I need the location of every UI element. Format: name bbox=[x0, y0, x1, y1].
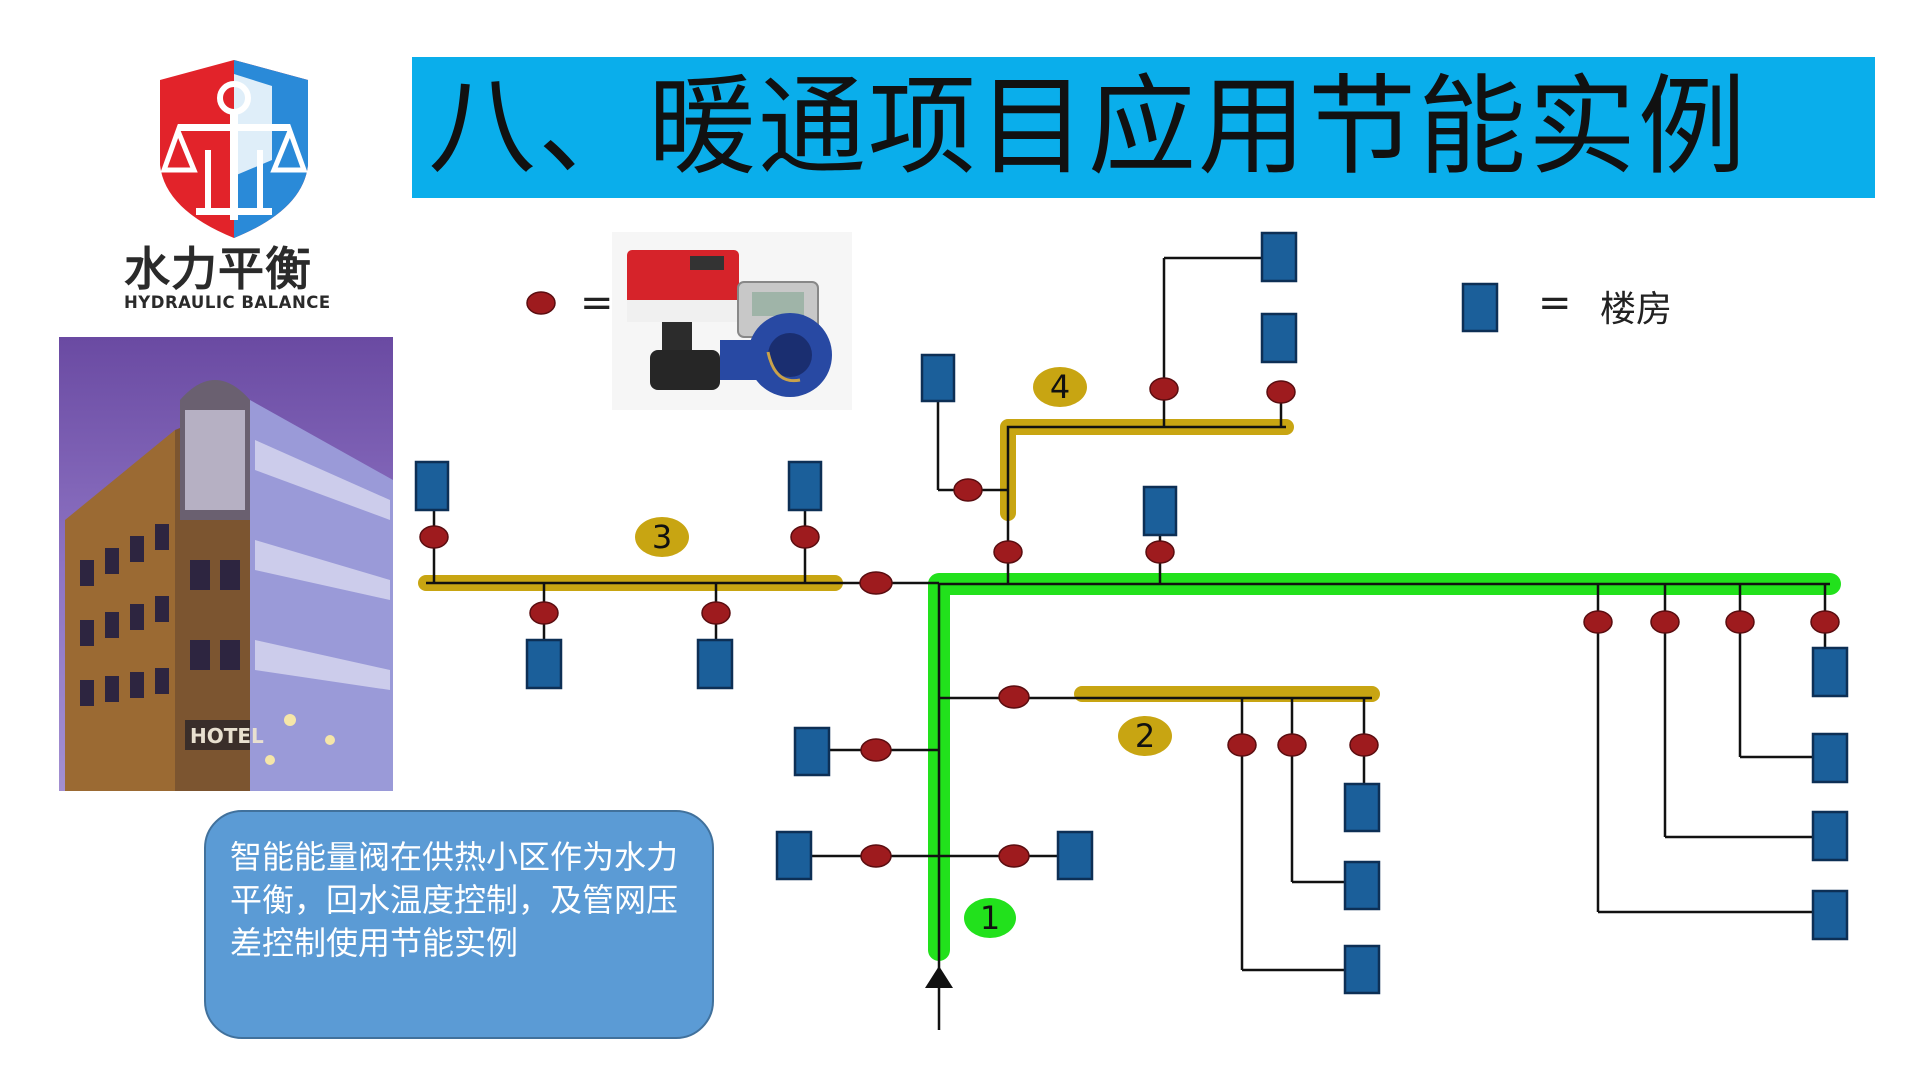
valve-icon bbox=[859, 571, 893, 595]
note-box: 智能能量阀在供热小区作为水力平衡，回水温度控制，及管网压差控制使用节能实例 bbox=[204, 810, 714, 1039]
building-icon bbox=[696, 638, 734, 690]
building-icon bbox=[793, 726, 831, 777]
building-icon bbox=[1142, 485, 1178, 537]
valve-icon bbox=[953, 478, 983, 502]
legend-building-label: 楼房 bbox=[1600, 289, 1673, 330]
title-bar: 八、暖通项目应用节能实例 bbox=[412, 57, 1875, 198]
valve-icon bbox=[860, 738, 892, 762]
valve-icon bbox=[1149, 377, 1179, 401]
branch-badge-3: 3 bbox=[635, 517, 689, 557]
shield-logo-icon bbox=[160, 60, 308, 238]
branch-badge-4: 4 bbox=[1033, 367, 1087, 407]
valve-icon bbox=[529, 601, 559, 625]
valve-icon bbox=[1145, 540, 1175, 564]
hotel-sign: HOTEL bbox=[190, 724, 264, 748]
building-icon bbox=[414, 460, 450, 512]
valve-product-photo bbox=[612, 232, 852, 410]
main-pipe-1 bbox=[928, 573, 1841, 961]
legend-valve-equals: = bbox=[580, 280, 614, 326]
page-title: 八、暖通项目应用节能实例 bbox=[428, 65, 1749, 190]
branch-badge-2: 2 bbox=[1118, 716, 1172, 756]
valve-icon bbox=[993, 540, 1023, 564]
branch-badge-1: 1 bbox=[964, 898, 1016, 938]
branch-number-2: 2 bbox=[1135, 717, 1155, 755]
flow-arrow-icon bbox=[925, 966, 953, 988]
valve-icon bbox=[1583, 610, 1613, 634]
building-icon bbox=[1811, 810, 1849, 862]
valve-icon bbox=[860, 844, 892, 868]
building-icon bbox=[1056, 830, 1094, 881]
note-text: 智能能量阀在供热小区作为水力平衡，回水温度控制，及管网压差控制使用节能实例 bbox=[230, 838, 679, 962]
legend-building-equals: = bbox=[1538, 280, 1572, 326]
building-icon bbox=[1811, 646, 1849, 698]
building-icon bbox=[775, 830, 813, 881]
logo-name-cn: 水力平衡 bbox=[124, 242, 312, 296]
valve-icon bbox=[1266, 380, 1296, 404]
network-lines bbox=[426, 256, 1830, 1030]
valve-icon bbox=[419, 525, 449, 549]
building-icon bbox=[1343, 860, 1381, 911]
valve-icon bbox=[701, 601, 731, 625]
valve-icon bbox=[526, 291, 556, 315]
building-icon bbox=[1260, 312, 1298, 364]
valve-icon bbox=[1650, 610, 1680, 634]
logo-name-en: HYDRAULIC BALANCE bbox=[124, 293, 331, 312]
valve-icon bbox=[1349, 733, 1379, 757]
valve-icon bbox=[1227, 733, 1257, 757]
building-icon bbox=[525, 638, 563, 690]
valve-icon bbox=[998, 685, 1030, 709]
branch-number-1: 1 bbox=[980, 899, 1000, 937]
valve-icon bbox=[1810, 610, 1840, 634]
legend-building-icon bbox=[1461, 282, 1499, 333]
building-icon bbox=[1343, 944, 1381, 995]
building-icon bbox=[1811, 889, 1849, 941]
valve-icon bbox=[1277, 733, 1307, 757]
building-icon bbox=[787, 460, 823, 512]
branch-number-3: 3 bbox=[652, 518, 672, 556]
branch-number-4: 4 bbox=[1050, 368, 1070, 406]
building-icon bbox=[1260, 231, 1298, 283]
valve-icon bbox=[998, 844, 1030, 868]
valve-icon bbox=[1725, 610, 1755, 634]
building-icon bbox=[920, 353, 956, 403]
valve-icon bbox=[790, 525, 820, 549]
building-icon bbox=[1343, 782, 1381, 833]
hotel-photo: HOTEL bbox=[59, 337, 393, 791]
building-icon bbox=[1811, 732, 1849, 784]
